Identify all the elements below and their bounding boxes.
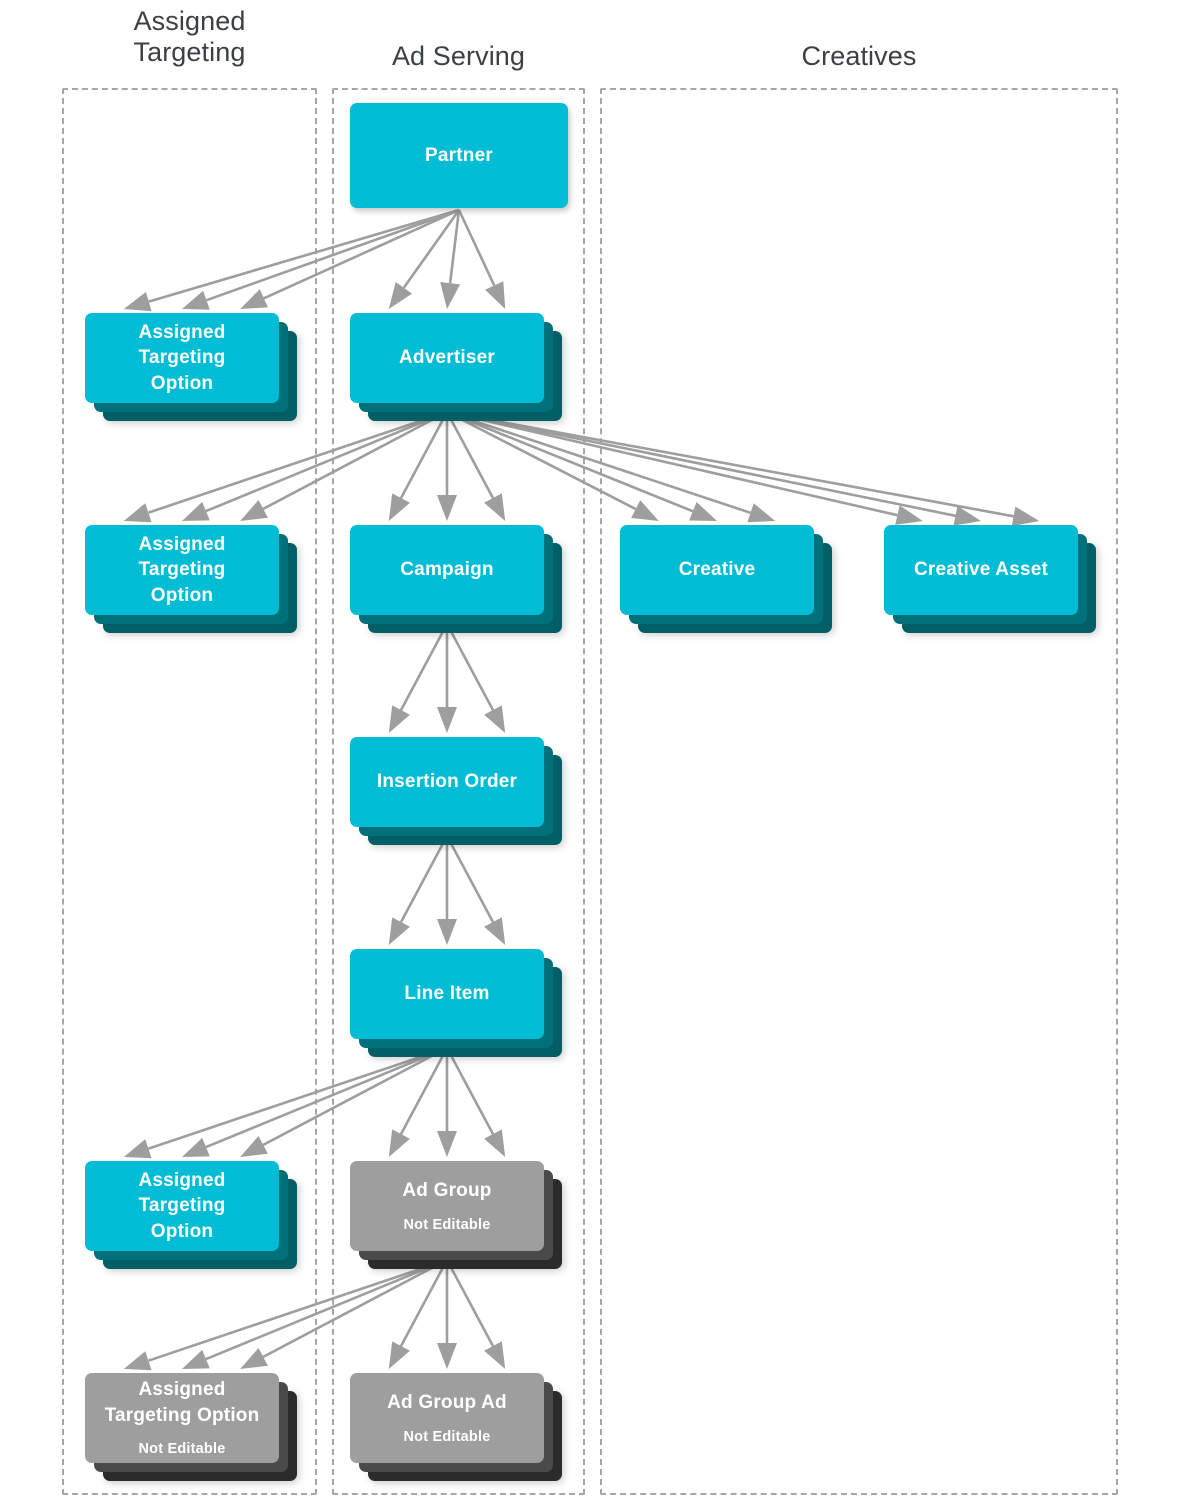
card-title: Partner bbox=[417, 143, 501, 169]
card-face[interactable]: Creative Asset bbox=[884, 525, 1078, 615]
card-title-line-1: Line Item bbox=[404, 983, 490, 1005]
card-title: Ad Group Ad bbox=[379, 1390, 515, 1416]
card-face[interactable]: Insertion Order bbox=[350, 737, 544, 827]
group-title-assigned-targeting: Assigned Targeting bbox=[62, 6, 317, 68]
card-title: Ad Group bbox=[394, 1178, 499, 1204]
card-title-line-2: Targeting bbox=[138, 347, 226, 369]
card-title: Advertiser bbox=[391, 345, 503, 371]
card-face[interactable]: Ad Group Ad Not Editable bbox=[350, 1373, 544, 1463]
card-not-editable-badge: Not Editable bbox=[403, 1216, 491, 1233]
card-title: Campaign bbox=[392, 557, 501, 583]
card-title-line-2: Targeting bbox=[138, 559, 226, 581]
node-card-campaign[interactable]: Campaign bbox=[350, 525, 564, 635]
group-box-ad-serving bbox=[332, 88, 585, 1495]
card-title-line-3: Option bbox=[150, 584, 214, 606]
card-face[interactable]: Campaign bbox=[350, 525, 544, 615]
card-title-line-3: Option bbox=[150, 372, 214, 394]
node-card-ad-group-ad[interactable]: Ad Group Ad Not Editable bbox=[350, 1373, 564, 1483]
card-title: Insertion Order bbox=[369, 769, 525, 795]
card-title-line-1: Partner bbox=[425, 144, 493, 166]
card-title-line-2: Targeting bbox=[138, 1195, 226, 1217]
node-card-advertiser[interactable]: Advertiser bbox=[350, 313, 564, 423]
card-title: Creative bbox=[671, 557, 764, 583]
card-title-line-1: Creative bbox=[678, 559, 756, 581]
card-title-line-1: Insertion Order bbox=[376, 771, 518, 793]
group-title-line-1: Assigned bbox=[133, 6, 246, 36]
card-face[interactable]: Line Item bbox=[350, 949, 544, 1039]
card-face[interactable]: Partner bbox=[350, 103, 568, 208]
card-title-line-1: Assigned bbox=[138, 321, 226, 343]
card-face[interactable]: Advertiser bbox=[350, 313, 544, 403]
group-box-creatives bbox=[600, 88, 1118, 1495]
card-title-line-1: Assigned bbox=[138, 533, 226, 555]
card-title: Line Item bbox=[396, 981, 497, 1007]
card-title-line-1: Assigned bbox=[138, 1379, 226, 1401]
card-title-line-1: Ad Group Ad bbox=[387, 1391, 507, 1413]
group-title-line-2: Targeting bbox=[133, 37, 246, 68]
node-card-line-item[interactable]: Line Item bbox=[350, 949, 564, 1059]
card-title-line-1: Campaign bbox=[400, 559, 494, 581]
group-title-ad-serving: Ad Serving bbox=[332, 41, 585, 72]
card-face[interactable]: Creative bbox=[620, 525, 814, 615]
card-title-line-3: Option bbox=[150, 1220, 214, 1242]
card-title-line-1: Creative Asset bbox=[913, 559, 1049, 581]
card-title: Creative Asset bbox=[906, 557, 1056, 583]
card-title-line-1: Ad Group bbox=[402, 1179, 492, 1201]
group-title-line-1: Creatives bbox=[801, 41, 917, 71]
group-title-creatives: Creatives bbox=[600, 41, 1118, 72]
card-title-line-1: Advertiser bbox=[399, 347, 495, 369]
card-not-editable-badge: Not Editable bbox=[403, 1428, 491, 1445]
node-card-insertion-order[interactable]: Insertion Order bbox=[350, 737, 564, 847]
card-title-line-2: Targeting Option bbox=[104, 1404, 260, 1426]
card-not-editable-badge: Not Editable bbox=[138, 1441, 226, 1458]
group-box-assigned-targeting bbox=[62, 88, 317, 1495]
node-card-partner[interactable]: Partner bbox=[350, 103, 568, 208]
card-title-line-1: Assigned bbox=[138, 1169, 226, 1191]
node-card-creative-asset[interactable]: Creative Asset bbox=[884, 525, 1098, 635]
node-card-creative[interactable]: Creative bbox=[620, 525, 834, 635]
group-title-line-1: Ad Serving bbox=[391, 41, 526, 71]
